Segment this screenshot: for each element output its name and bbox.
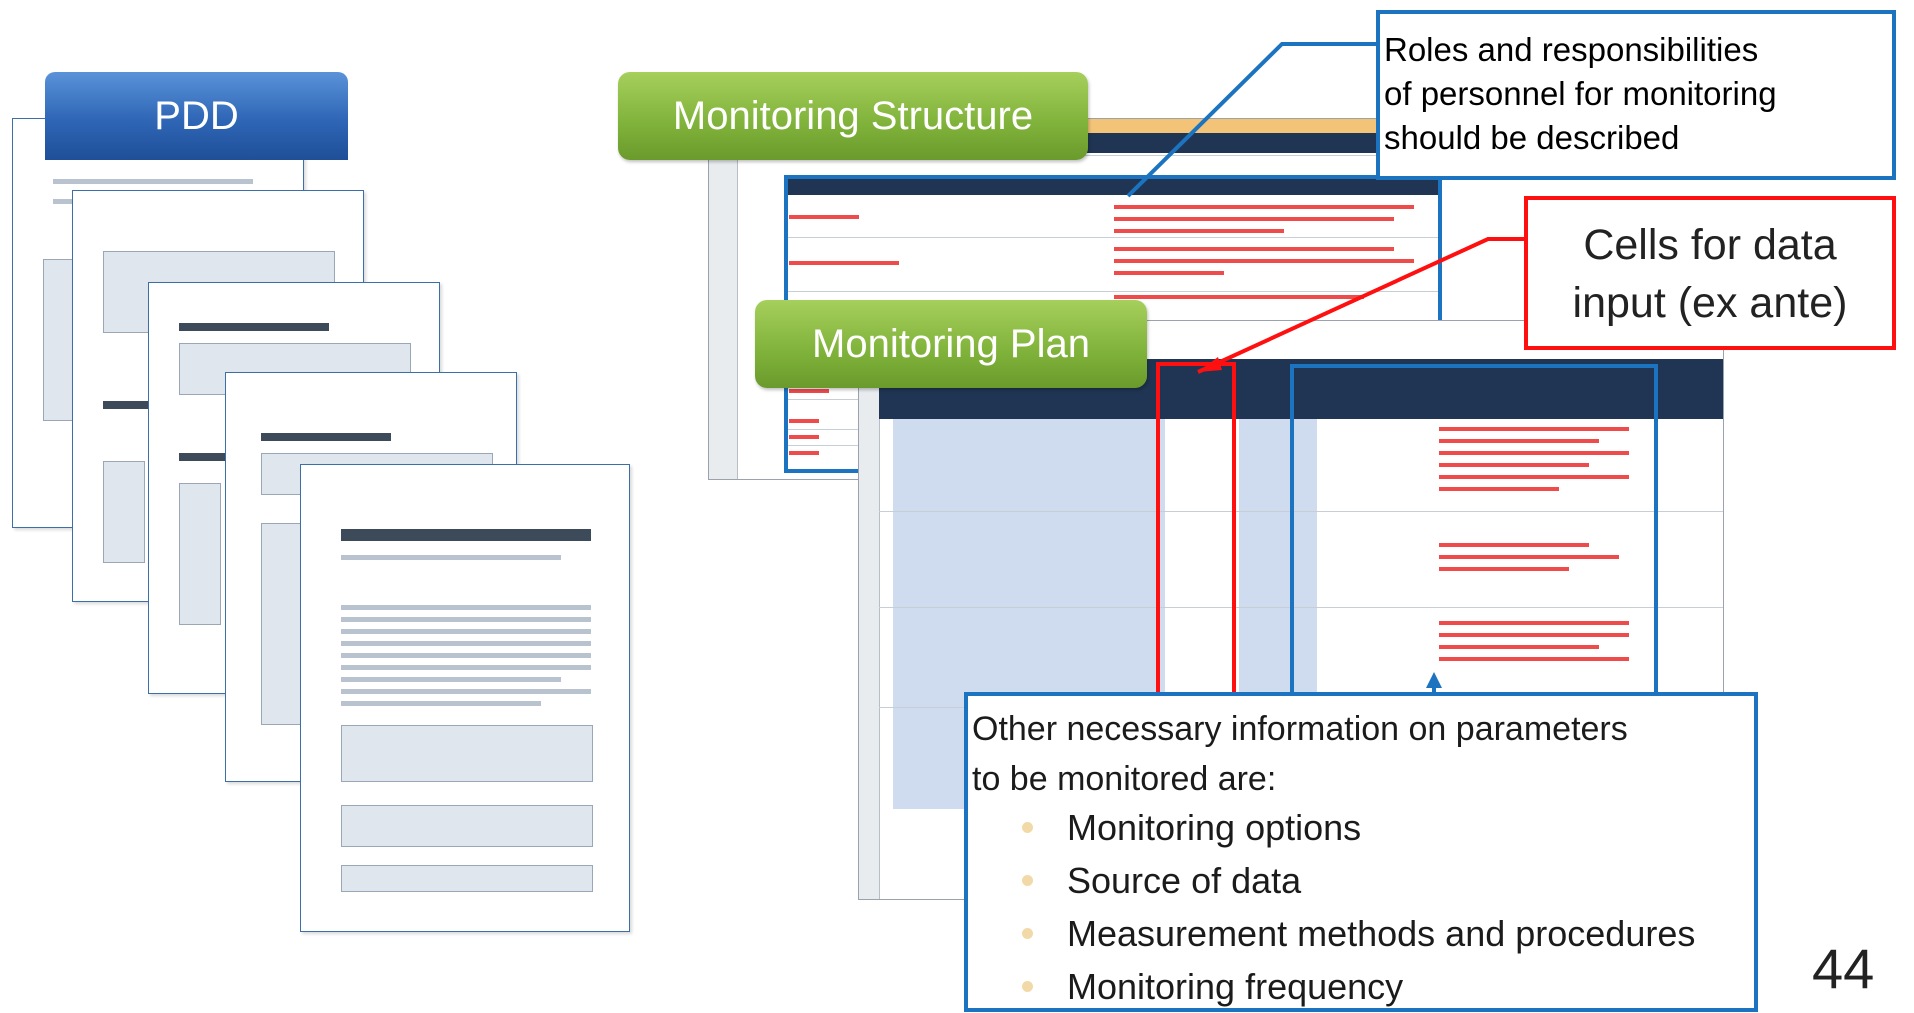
cells-line-2: input (ex ante) xyxy=(1572,279,1848,327)
roles-line-1: Roles and responsibilities xyxy=(1384,31,1759,68)
list-item: Monitoring frequency xyxy=(1022,960,1695,1013)
page-number: 44 xyxy=(1812,937,1875,1000)
pdd-tab: PDD xyxy=(45,72,348,160)
roles-line-3: should be described xyxy=(1384,119,1680,156)
other-intro-line-2: to be monitored are: xyxy=(972,760,1277,798)
bullet-icon xyxy=(1022,822,1033,833)
row-headers xyxy=(709,119,738,479)
cells-line-1: Cells for data xyxy=(1583,221,1837,269)
bullet-icon xyxy=(1022,981,1033,992)
pdd-page-5 xyxy=(300,464,630,932)
roles-line-2: of personnel for monitoring xyxy=(1384,75,1777,112)
other-info-list: Monitoring options Source of data Measur… xyxy=(1022,801,1695,1013)
bullet-icon xyxy=(1022,928,1033,939)
monitoring-structure-tab: Monitoring Structure xyxy=(618,72,1088,160)
list-item: Source of data xyxy=(1022,854,1695,907)
monitoring-plan-tab: Monitoring Plan xyxy=(755,300,1147,388)
cells-callout: Cells for data input (ex ante) xyxy=(1524,196,1896,350)
list-item: Measurement methods and procedures xyxy=(1022,907,1695,960)
row-headers xyxy=(859,321,880,899)
other-intro-line-1: Other necessary information on parameter… xyxy=(972,710,1628,748)
roles-callout: Roles and responsibilities of personnel … xyxy=(1376,10,1896,180)
list-item: Monitoring options xyxy=(1022,801,1695,854)
other-info-callout: Other necessary information on parameter… xyxy=(964,692,1758,1012)
bullet-icon xyxy=(1022,875,1033,886)
